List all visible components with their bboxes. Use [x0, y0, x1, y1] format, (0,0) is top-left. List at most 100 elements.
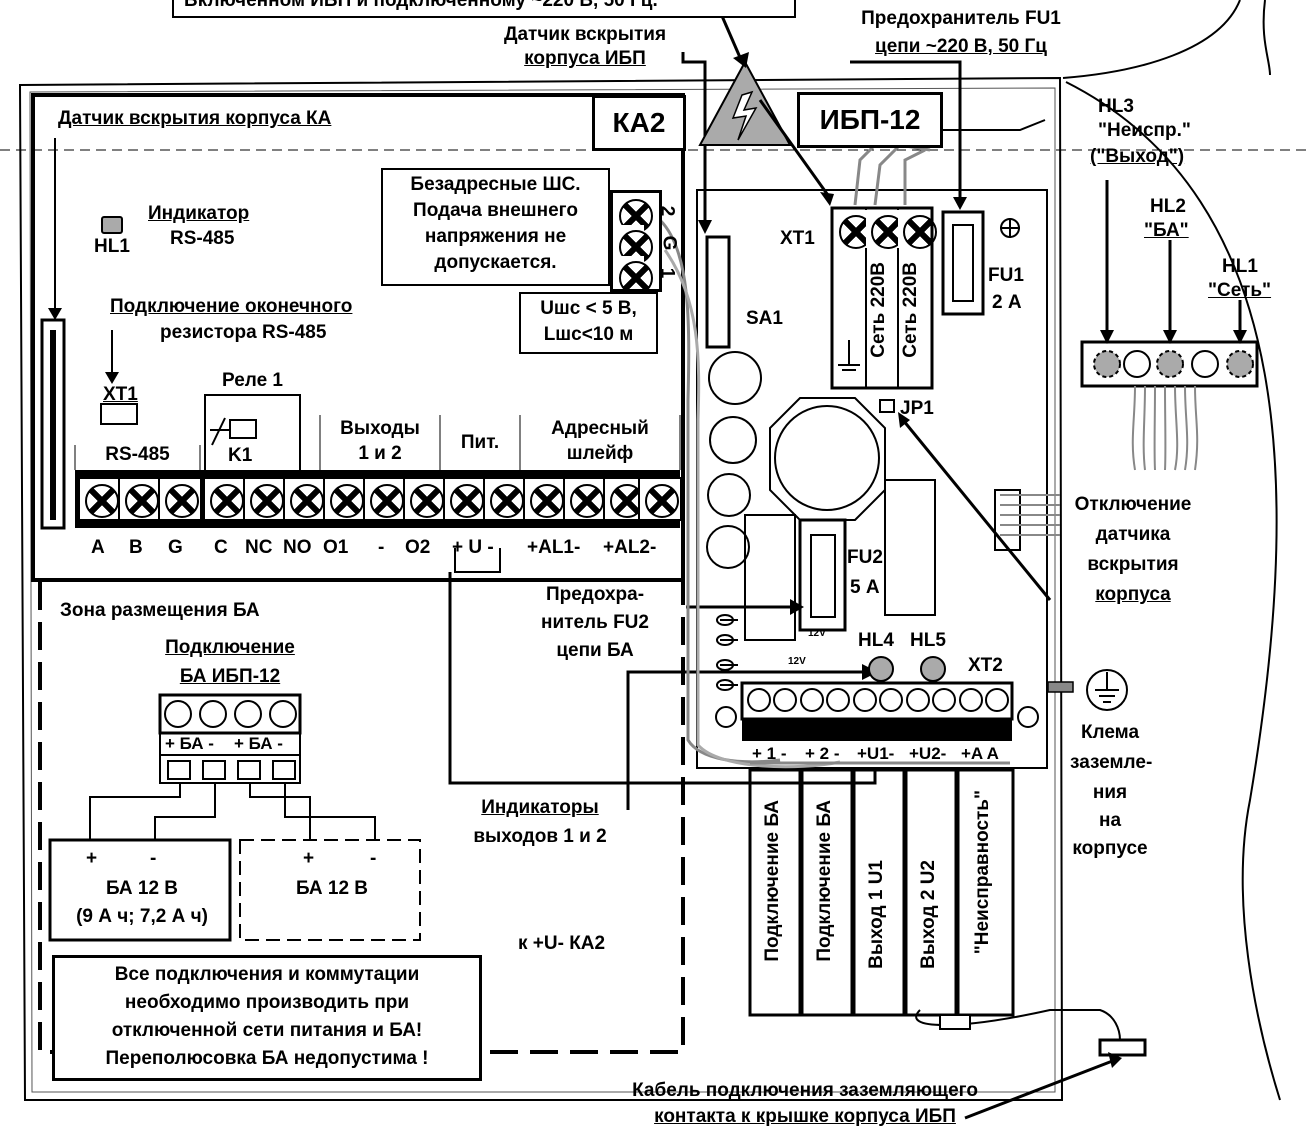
group-outputs-1: Выходы [340, 418, 420, 439]
xt2-pin-2: + 2 - [805, 744, 840, 763]
ibp-xt1-terminal-3[interactable] [898, 210, 937, 249]
ba2-plus: + [303, 848, 315, 869]
xt2-label: XT2 [968, 655, 1003, 676]
shs-pin-g: G [658, 235, 680, 251]
shs-terminal-2[interactable] [614, 194, 653, 233]
ground-label-4: на [1098, 810, 1122, 831]
ibp-title: ИБП-12 [819, 104, 921, 135]
xt2-pin-1: + 1 - [752, 744, 787, 763]
tamper-off-2: датчика [1095, 524, 1171, 545]
shs-terminal-block[interactable] [610, 190, 662, 295]
terminal-a[interactable] [78, 477, 122, 521]
terminal-o2[interactable] [403, 477, 447, 521]
ground-cable-note-1: Кабель подключения заземляющего [632, 1080, 978, 1101]
shs-terminal-1[interactable] [614, 256, 653, 295]
terminal-b[interactable] [118, 477, 162, 521]
ground-label-2: заземле- [1070, 752, 1153, 773]
shs-note-line-1: Безадресные ШС. [410, 174, 581, 195]
terminal-u-minus[interactable] [483, 477, 527, 521]
warning-line-1: Все подключения и коммутации [114, 964, 420, 985]
xt1-terminator-jumper[interactable] [100, 403, 138, 425]
top-note: Включенном ИБП и подключенному ~220 В, 5… [184, 0, 658, 11]
terminal-minus[interactable] [363, 477, 407, 521]
fu2-note-3: цепи БА [556, 640, 634, 661]
fu2-note-1: Предохра- [545, 584, 645, 605]
tamper-off-4: корпуса [1095, 584, 1171, 605]
hl5-led [920, 656, 946, 682]
ba-pins-1: + БА - [165, 734, 214, 753]
xt2-pin-u1: +U1- [857, 744, 895, 763]
to-ka2-label: к +U- КА2 [518, 933, 606, 954]
shs-note-line-2: Подача внешнего [413, 200, 578, 221]
ibp-xt1-label: XT1 [780, 228, 815, 249]
terminal-al2-minus[interactable] [638, 477, 682, 521]
tamper-ka-label: Датчик вскрытия корпуса КА [58, 108, 332, 129]
terminal-o1[interactable] [323, 477, 367, 521]
xt2-pin-fault: +A A [961, 744, 999, 763]
terminal-al1-minus[interactable] [563, 477, 607, 521]
pin-label-al1: +AL1- [527, 537, 581, 558]
ground-cable-note-2: контакта к крышке корпуса ИБП [654, 1106, 956, 1127]
terminator-label-1: Подключение оконечного [110, 296, 353, 317]
hl1-sense-label-2: "Сеть" [1208, 280, 1272, 301]
shs-terminal-g[interactable] [614, 225, 653, 264]
pin-label-al2: +AL2- [603, 537, 657, 558]
terminator-label-2: резистора RS-485 [160, 322, 327, 343]
jumper-12v-a: 12V [808, 628, 826, 639]
hl2-label-2: "БА" [1144, 220, 1189, 241]
tamper-ibp-caption-2: корпуса ИБП [524, 48, 646, 69]
shs-pin-2: 2 [656, 205, 678, 217]
relay1-label: Реле 1 [222, 370, 283, 391]
tamper-off-3: вскрытия [1087, 554, 1179, 575]
hl1-led [101, 216, 123, 234]
group-rs485: RS-485 [105, 444, 170, 465]
warning-box: Все подключения и коммутации необходимо … [52, 955, 482, 1081]
terminal-nc[interactable] [243, 477, 287, 521]
fu2-rating: 5 А [850, 577, 880, 598]
battery-1-label: БА 12 В [105, 878, 179, 899]
xt2-pin-u2: +U2- [909, 744, 947, 763]
pin-label-b: B [129, 537, 143, 558]
pin-label-c: C [214, 537, 228, 558]
xt1-ka-label: XT1 [103, 384, 138, 405]
terminal-u-plus[interactable] [443, 477, 487, 521]
ibp-xt1-terminal-1[interactable] [834, 210, 873, 249]
battery-2-label: БА 12 В [295, 878, 369, 899]
ground-label-1: Клема [1080, 722, 1140, 743]
hl5-label: HL5 [910, 630, 946, 651]
terminal-al1-plus[interactable] [523, 477, 567, 521]
ground-label-5: корпусе [1072, 838, 1148, 859]
pin-label-u: + U - [452, 537, 494, 558]
ba-connect-label-2: БА ИБП-12 [179, 666, 281, 687]
group-outputs-2: 1 и 2 [358, 443, 402, 464]
fu1-rating: 2 А [992, 292, 1022, 313]
ka2-title: КА2 [612, 107, 666, 138]
rs485-indicator-label-1: Индикатор [148, 203, 250, 224]
mains-label-1: Сеть 220В [868, 262, 889, 358]
indicators-note-2: выходов 1 и 2 [473, 826, 607, 847]
channel-output-2: Выход 2 U2 [918, 860, 939, 969]
shs-note-box: Безадресные ШС. Подача внешнего напряжен… [381, 168, 610, 286]
hl1-label: HL1 [94, 236, 130, 257]
pin-label-o1: O1 [323, 537, 349, 558]
ba-zone-title: Зона размещения БА [60, 600, 260, 621]
ibp-xt1-terminal-2[interactable] [866, 210, 905, 249]
terminal-g[interactable] [158, 477, 202, 521]
hl3-label-1: HL3 [1098, 96, 1134, 117]
tamper-ibp-caption-1: Датчик вскрытия [503, 24, 667, 45]
channel-output-1: Выход 1 U1 [866, 860, 887, 969]
fu1-caption-2: цепи ~220 В, 50 Гц [875, 36, 1047, 57]
pin-label-g: G [168, 537, 183, 558]
rs485-indicator-label-2: RS-485 [170, 228, 235, 249]
ba1-minus: - [150, 848, 157, 869]
top-note-box: Включенном ИБП и подключенному ~220 В, 5… [172, 0, 796, 18]
terminal-c[interactable] [203, 477, 247, 521]
hl4-led [868, 656, 894, 682]
pin-label-no: NO [283, 537, 312, 558]
channel-fault: "Неисправность" [972, 790, 993, 955]
ba1-plus: + [86, 848, 98, 869]
warning-line-4: Переполюсовка БА недопустима ! [105, 1048, 429, 1069]
terminal-no[interactable] [283, 477, 327, 521]
warning-line-3: отключенной сети питания и БА! [111, 1020, 423, 1041]
